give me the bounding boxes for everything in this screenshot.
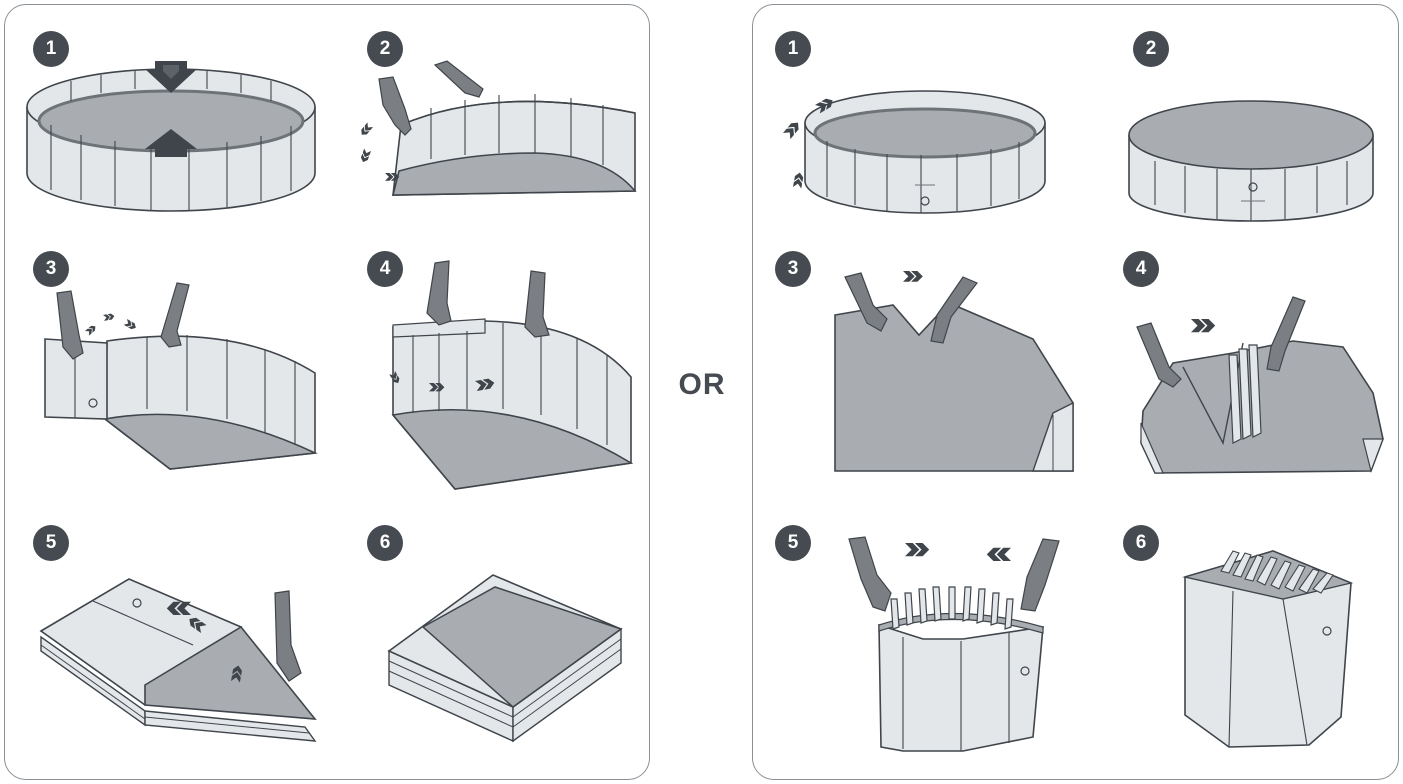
right-step-4: 4 <box>1093 243 1400 483</box>
step-number-badge: 2 <box>367 31 403 67</box>
right-step-5: 5 <box>753 515 1093 761</box>
step-number-badge: 5 <box>33 525 69 561</box>
left-step-1: 1 <box>5 5 325 235</box>
pool-folding-panels-illustration <box>44 282 318 470</box>
step-number-badge: 1 <box>775 31 811 67</box>
right-step-2: 2 <box>1093 5 1400 235</box>
right-step-6: 6 <box>1093 515 1400 761</box>
left-step-3: 3 <box>5 243 335 483</box>
gathered-panels-illustration <box>848 536 1060 752</box>
step-number-badge: 3 <box>33 251 69 287</box>
step-number-badge: 4 <box>1123 251 1159 287</box>
cover-pleat-illustration <box>1136 296 1384 474</box>
step-number-badge: 3 <box>775 251 811 287</box>
left-step-6: 6 <box>335 515 651 755</box>
pool-round-illustration <box>783 90 1046 214</box>
right-method-panel: 1 2 3 <box>752 4 1399 780</box>
panels-fold-triangle-illustration <box>39 578 317 742</box>
left-method-panel: 1 2 <box>4 4 650 780</box>
folded-cylinder-illustration <box>1182 550 1354 748</box>
step-number-badge: 1 <box>33 31 69 67</box>
or-separator: OR <box>678 368 726 401</box>
step-number-badge: 5 <box>775 525 811 561</box>
pool-stacked-panels-illustration <box>389 260 634 490</box>
pool-covered-illustration <box>1128 100 1374 222</box>
pool-round-illustration <box>26 61 316 212</box>
right-step-1: 1 <box>753 5 1073 235</box>
folded-stack-illustration <box>387 574 623 743</box>
left-step-2: 2 <box>335 5 651 235</box>
pool-fold-edge-illustration <box>358 60 637 196</box>
step-number-badge: 6 <box>367 525 403 561</box>
left-step-4: 4 <box>335 243 651 493</box>
right-step-3: 3 <box>753 243 1093 483</box>
cover-fold-illustration <box>834 271 1074 472</box>
step-number-badge: 2 <box>1133 31 1169 67</box>
step-number-badge: 6 <box>1123 525 1159 561</box>
left-step-5: 5 <box>5 515 335 755</box>
step-number-badge: 4 <box>367 251 403 287</box>
